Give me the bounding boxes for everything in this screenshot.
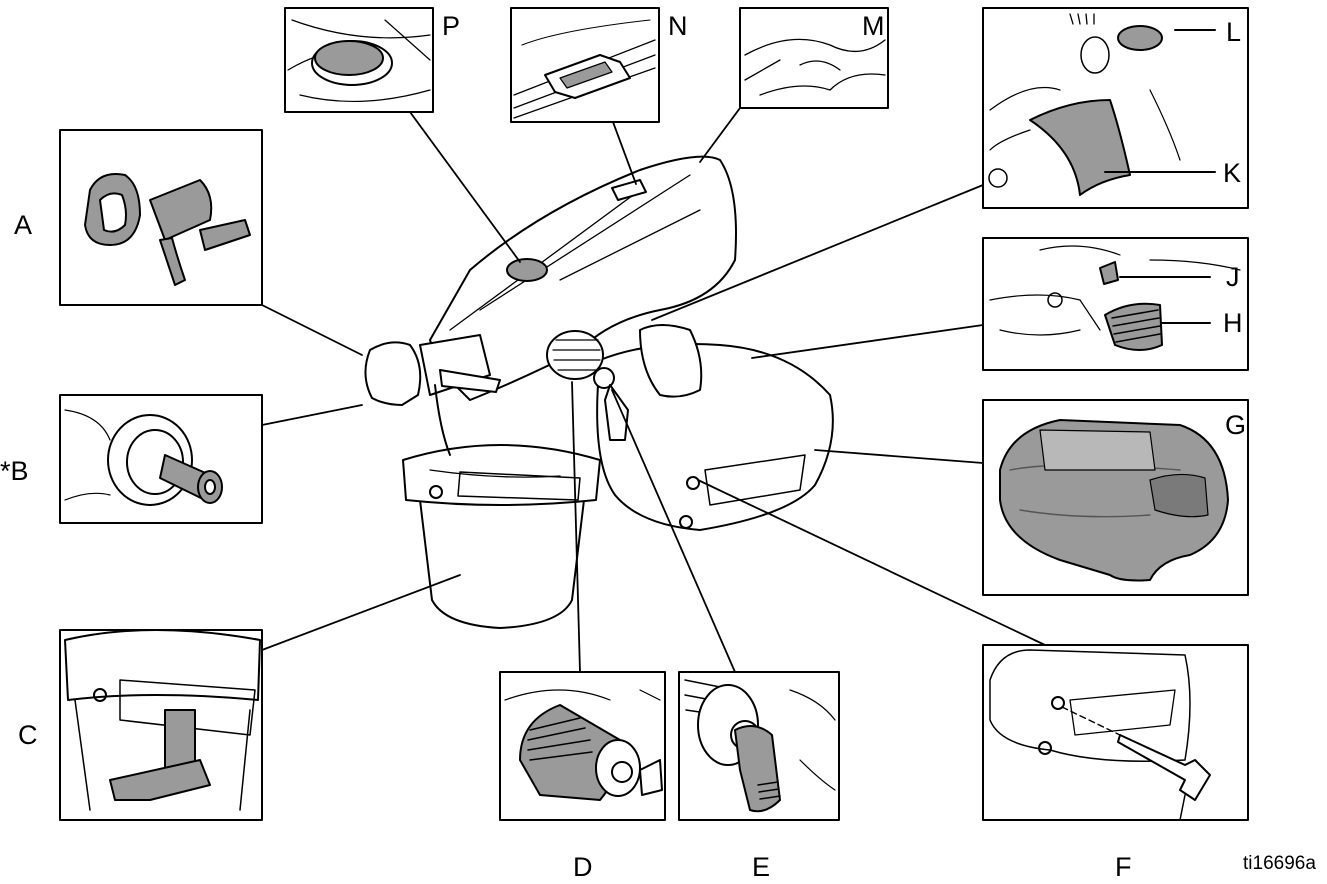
label-h: H [1223, 308, 1243, 338]
figure-code: ti16696a [1243, 853, 1316, 874]
leader-f [697, 479, 1046, 646]
leader-c [261, 574, 461, 651]
paint-cup [419, 499, 585, 629]
button-l-detail [1117, 25, 1163, 51]
flow-knob [546, 330, 604, 380]
inset-p [284, 7, 434, 113]
leader-a [261, 304, 363, 356]
inset-b [59, 394, 263, 524]
handle-grip [639, 324, 703, 398]
label-g: G [1225, 410, 1247, 440]
filter-base-detail [109, 759, 211, 801]
label-m: M [862, 11, 885, 41]
label-k: K [1223, 158, 1242, 188]
leader-e [611, 389, 736, 673]
top-button [506, 258, 548, 282]
latch-j-detail [1099, 261, 1119, 285]
dial-h-detail [1104, 302, 1163, 351]
port-circle [686, 476, 700, 490]
leader-m [699, 107, 741, 163]
leader-d [571, 381, 581, 673]
main-sprayer [364, 155, 834, 629]
label-a: A [14, 210, 33, 240]
label-j: J [1226, 262, 1240, 292]
label-p: P [442, 11, 461, 41]
label-b: *B [0, 456, 29, 486]
inset-c [59, 629, 263, 821]
label-f: F [1115, 852, 1132, 882]
leader-h [751, 324, 984, 359]
probe-detail [1117, 734, 1211, 801]
label-c: C [18, 720, 38, 750]
inset-a [59, 129, 263, 306]
leader-n [612, 121, 637, 185]
inset-n [510, 7, 660, 123]
port-f-detail [1051, 696, 1065, 710]
leader-lines [261, 107, 1046, 673]
label-n: N [668, 11, 688, 41]
inset-f [982, 644, 1249, 821]
pickup-tube-detail [164, 709, 196, 771]
inset-hj [982, 237, 1249, 371]
leader-g [814, 449, 984, 464]
spray-tip-guard [364, 341, 422, 406]
inset-g [982, 399, 1249, 596]
inset-kl [982, 7, 1249, 209]
inset-m [739, 7, 889, 109]
leader-k [651, 184, 984, 321]
inset-e [678, 671, 840, 821]
leader-p [409, 111, 521, 263]
label-l: L [1226, 17, 1242, 47]
leader-b [261, 404, 363, 426]
label-d: D [573, 852, 593, 882]
inset-d [499, 671, 666, 821]
label-e: E [752, 852, 771, 882]
